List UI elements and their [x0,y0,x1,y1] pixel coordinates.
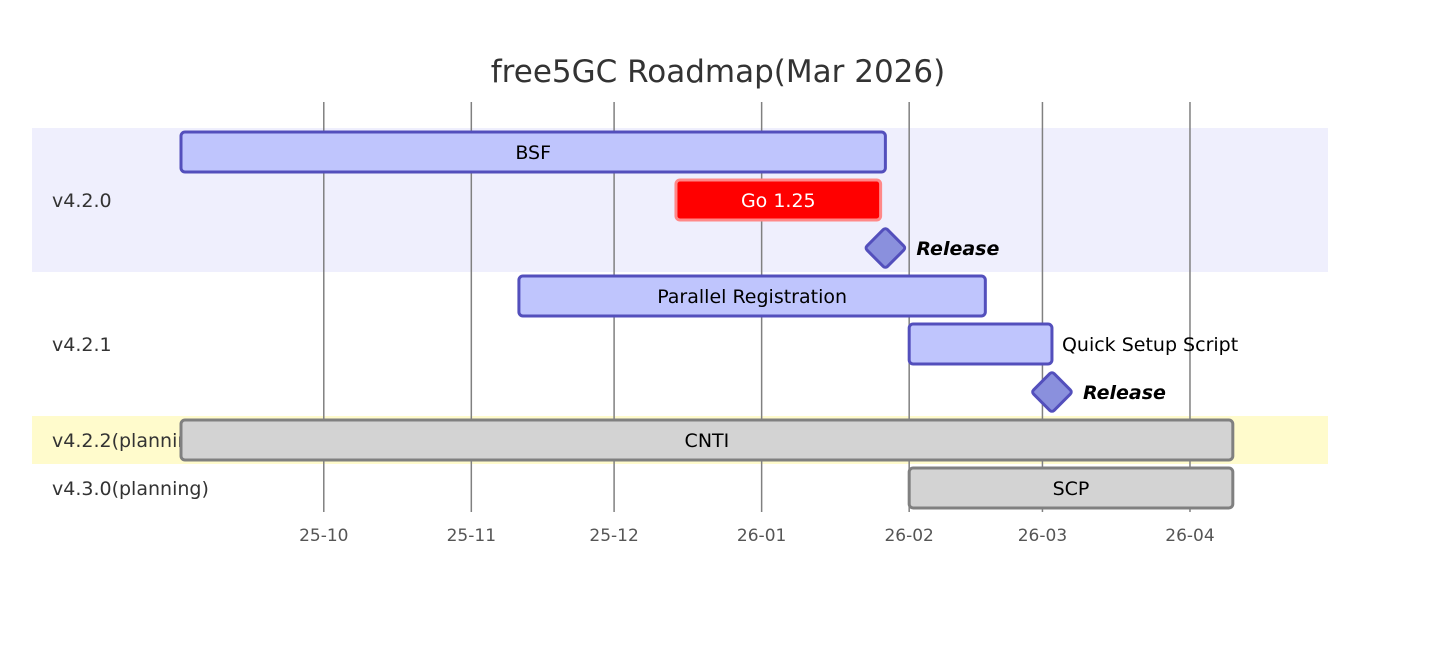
task-label: Go 1.25 [741,190,816,212]
section-label: v4.2.0 [52,190,112,212]
chart-title: free5GC Roadmap(Mar 2026) [491,54,945,90]
x-tick-label: 26-04 [1165,526,1214,546]
x-tick-label: 25-11 [447,526,496,546]
milestone-marker [864,227,907,269]
task-label: Parallel Registration [657,286,847,308]
x-tick-label: 25-12 [589,526,638,546]
x-tick-label: 26-02 [884,526,933,546]
milestone-marker [1031,371,1073,413]
task-label: SCP [1053,478,1090,500]
task-bar [179,418,1235,462]
task-bar [674,178,883,222]
x-tick-label: 26-03 [1018,526,1067,546]
milestone-label: Release [1083,382,1166,404]
task-label: CNTI [685,430,730,452]
task-label: Quick Setup Script [1062,334,1238,356]
section-label: v4.2.1 [52,334,112,356]
x-tick-label: 25-10 [299,526,348,546]
task-bar [907,466,1235,510]
section-labels: v4.2.0 v4.2.1 v4.2.2(planning) v4.3.0(plann… [52,190,209,500]
task-bar [907,322,1054,366]
task-label: BSF [515,142,551,164]
task-bar [517,274,987,318]
section-label: v4.2.2(planning) [52,430,209,452]
task-bar [179,130,887,174]
section-label: v4.3.0(planning) [52,478,209,500]
x-tick-label: 26-01 [737,526,786,546]
x-axis: 25-10 25-11 25-12 26-01 26-02 26-03 26-04 [299,526,1215,546]
milestone-label: Release [916,238,999,260]
